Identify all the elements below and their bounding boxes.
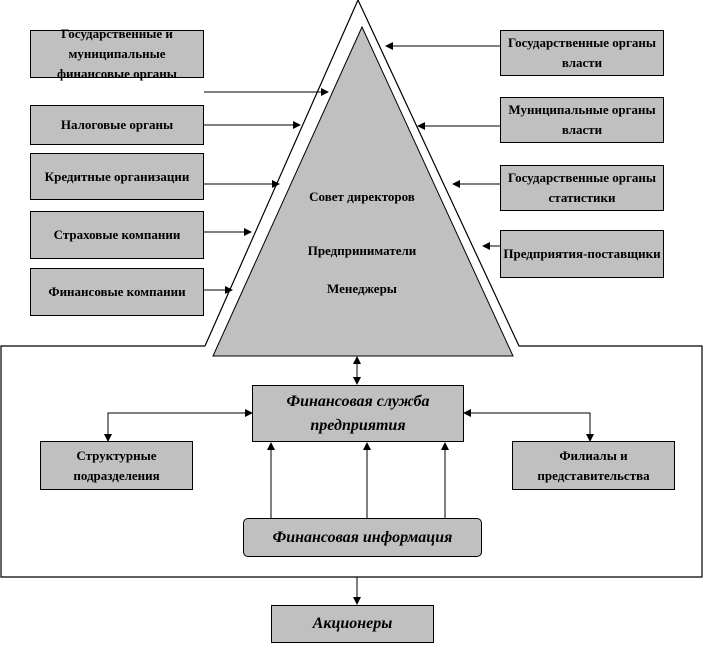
source-state-statistics: Государственные органы статистики	[500, 165, 664, 211]
source-suppliers: Предприятия-поставщики	[500, 230, 664, 278]
pyramid-board: Совет директоров	[309, 189, 415, 204]
enterprise-frame	[0, 0, 703, 578]
source-insurance-companies: Страховые компании	[30, 211, 204, 259]
source-credit-organizations: Кредитные организации	[30, 153, 204, 200]
structural-units-box: Структурные подразделения	[40, 441, 193, 490]
pyramid-entrepreneurs: Предприниматели	[307, 243, 417, 258]
pyramid-managers: Менеджеры	[327, 281, 397, 296]
pyramid	[212, 25, 514, 357]
source-tax-authorities: Налоговые органы	[30, 105, 204, 145]
source-finance-companies: Финансовые компании	[30, 268, 204, 316]
finance-service-box: Финансовая служба предприятия	[252, 385, 464, 442]
source-state-municipal-finance: Государственные и муниципальные финансов…	[30, 26, 204, 81]
financial-info-box: Финансовая информация	[243, 518, 482, 557]
shareholders-box: Акционеры	[271, 605, 434, 643]
branches-box: Филиалы и представительства	[512, 441, 675, 490]
source-municipal-authorities: Муниципальные органы власти	[500, 97, 664, 143]
source-state-authorities: Государственные органы власти	[500, 30, 664, 76]
